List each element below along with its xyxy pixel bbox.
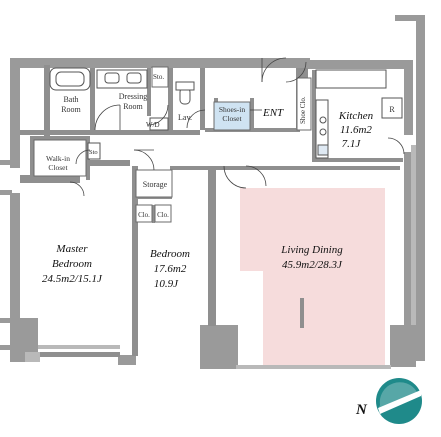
svg-text:Bath: Bath bbox=[63, 95, 78, 104]
svg-text:Room: Room bbox=[61, 105, 81, 114]
svg-text:Walk-in: Walk-in bbox=[46, 154, 70, 163]
north-label: N bbox=[355, 402, 368, 418]
svg-text:Kitchen: Kitchen bbox=[338, 110, 374, 122]
outer-walls bbox=[0, 15, 425, 369]
storage-small-left-label: Sto bbox=[89, 149, 98, 156]
svg-text:45.9m2/28.3J: 45.9m2/28.3J bbox=[282, 259, 343, 271]
storage-small-top-label: Sto. bbox=[153, 73, 164, 81]
master-bedroom-label: Master Bedroom 24.5m2/15.1J bbox=[42, 243, 103, 285]
svg-text:Master: Master bbox=[55, 243, 88, 255]
living-area-highlight bbox=[240, 188, 385, 368]
washer-dryer-label: W/D bbox=[146, 121, 160, 129]
svg-text:7.1J: 7.1J bbox=[342, 138, 362, 150]
door-swings bbox=[69, 57, 405, 197]
svg-text:10.9J: 10.9J bbox=[154, 278, 179, 290]
storage-label: Storage bbox=[143, 180, 168, 189]
svg-text:17.6m2: 17.6m2 bbox=[154, 263, 187, 275]
fixtures bbox=[49, 67, 403, 160]
svg-text:24.5m2/15.1J: 24.5m2/15.1J bbox=[42, 273, 103, 285]
closet-b-label: Clo. bbox=[157, 211, 169, 219]
bath-room-label: Bath Room bbox=[61, 95, 81, 114]
shoes-in-closet-label: Shoes-in Closet bbox=[219, 105, 246, 123]
svg-text:Closet: Closet bbox=[48, 163, 68, 172]
shoe-closet-label: Shoe Clo. bbox=[299, 96, 307, 124]
svg-text:Closet: Closet bbox=[222, 114, 242, 123]
closet-a-label: Clo. bbox=[138, 211, 150, 219]
svg-text:Dressing: Dressing bbox=[119, 92, 147, 101]
svg-text:Room: Room bbox=[123, 102, 143, 111]
dressing-room-label: Dressing Room bbox=[119, 92, 147, 111]
living-dining-label: Living Dining 45.9m2/28.3J bbox=[280, 244, 343, 271]
svg-text:Living Dining: Living Dining bbox=[280, 244, 343, 256]
svg-text:Shoes-in: Shoes-in bbox=[219, 105, 246, 114]
compass-icon bbox=[376, 378, 422, 424]
window-frames bbox=[25, 145, 416, 369]
entrance-label: ENT bbox=[262, 107, 284, 119]
kitchen-label: Kitchen 11.6m2 7.1J bbox=[338, 110, 374, 150]
storage-boxes bbox=[33, 66, 312, 223]
lavatory-label: Lav. bbox=[178, 113, 192, 122]
interior-walls bbox=[20, 65, 403, 357]
bedroom-label: Bedroom 17.6m2 10.9J bbox=[150, 248, 190, 290]
svg-text:Bedroom: Bedroom bbox=[150, 248, 190, 260]
svg-text:Bedroom: Bedroom bbox=[52, 258, 92, 270]
refrigerator-label: R bbox=[389, 105, 395, 114]
svg-text:11.6m2: 11.6m2 bbox=[340, 124, 372, 136]
walk-in-closet-label: Walk-in Closet bbox=[46, 154, 70, 172]
